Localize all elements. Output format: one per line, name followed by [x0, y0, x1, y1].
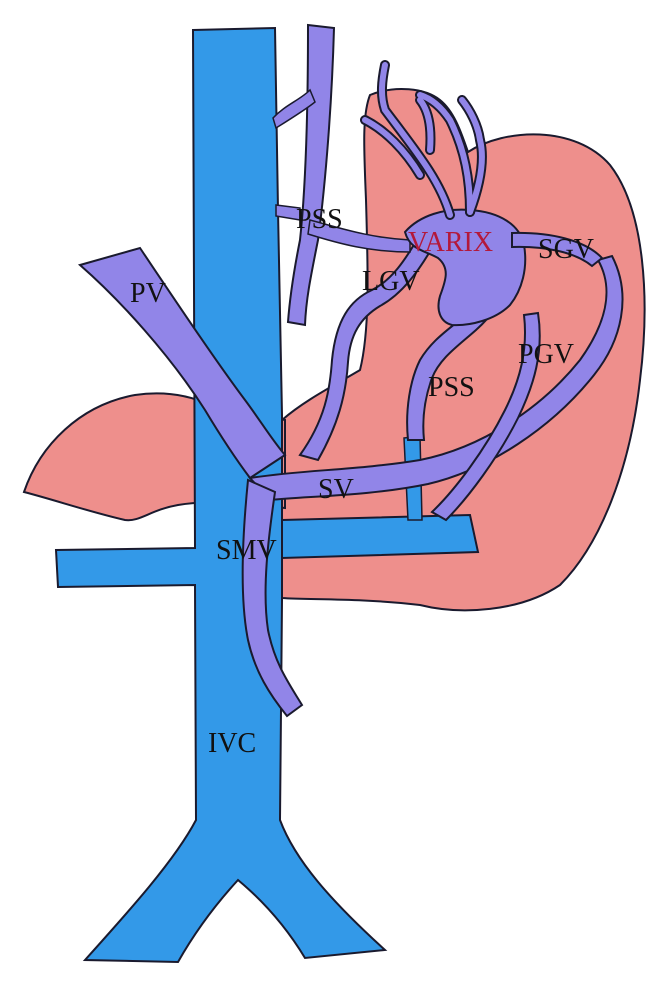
inferior-vena-cava [54, 26, 388, 964]
splenorenal-blue-branch [281, 513, 480, 560]
pss-upper-vessel [286, 23, 336, 327]
superior-mesenteric-vein [241, 478, 304, 718]
label-sv: SV [318, 474, 354, 505]
label-ivc: IVC [208, 728, 256, 759]
posterior-gastric-vein [430, 311, 541, 522]
label-pss-lower: PSS [428, 372, 475, 403]
pss-ivc-connector-lower [275, 204, 301, 221]
short-gastric-vein [511, 231, 604, 268]
label-varix: VARIX [408, 227, 493, 258]
pss-ivc-connector [272, 88, 316, 130]
portal-vein [77, 246, 287, 480]
label-pv: PV [130, 278, 166, 309]
label-pss-upper: PSS [296, 204, 343, 235]
varix-branches-fill [362, 62, 485, 218]
label-smv: SMV [216, 535, 277, 566]
label-lgv: LGV [362, 266, 420, 297]
label-sgv: SGV [538, 234, 594, 265]
pss-varix-connector [307, 219, 411, 253]
splenic-vein [248, 254, 624, 502]
label-pgv: PGV [518, 339, 574, 370]
